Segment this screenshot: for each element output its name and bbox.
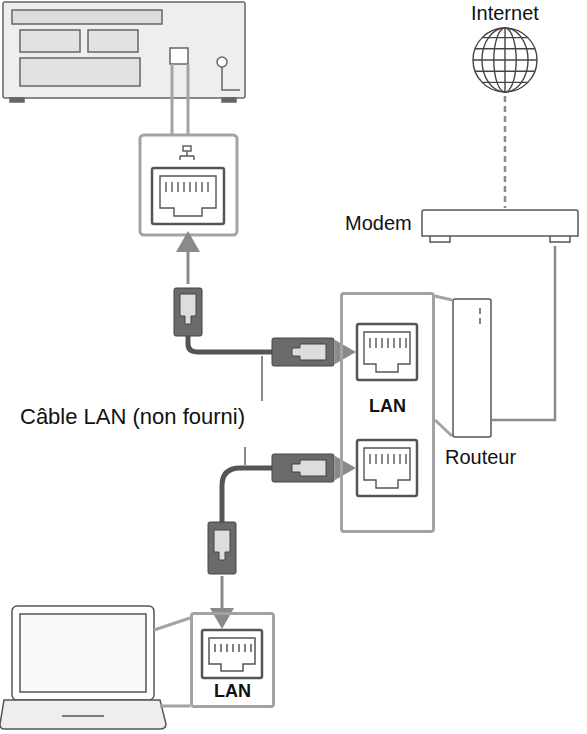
lan-cable	[208, 454, 353, 626]
internet-globe: Internet	[460, 0, 550, 96]
port-label: LAN	[214, 681, 251, 702]
av-receiver	[3, 2, 245, 102]
router-lan-callout: LAN	[340, 292, 435, 533]
laptop	[0, 606, 262, 729]
node-label: Modem	[345, 212, 412, 235]
router-tower: Routeur	[452, 298, 492, 438]
modem-shape	[420, 208, 580, 246]
port-callout	[140, 64, 237, 235]
node-label: Routeur	[445, 446, 516, 469]
leader-line	[245, 356, 262, 465]
router-ports	[357, 296, 452, 496]
cable-label: Câble LAN (non fourni)	[18, 404, 247, 430]
modem-box: Modem	[420, 208, 580, 246]
node-label: Internet	[471, 2, 539, 25]
laptop-lan-callout: LAN	[190, 612, 275, 708]
lan-cable	[174, 234, 353, 366]
router-shape	[452, 298, 492, 438]
port-label: LAN	[369, 396, 406, 417]
network-wire	[492, 246, 555, 420]
internet-link	[504, 96, 507, 208]
